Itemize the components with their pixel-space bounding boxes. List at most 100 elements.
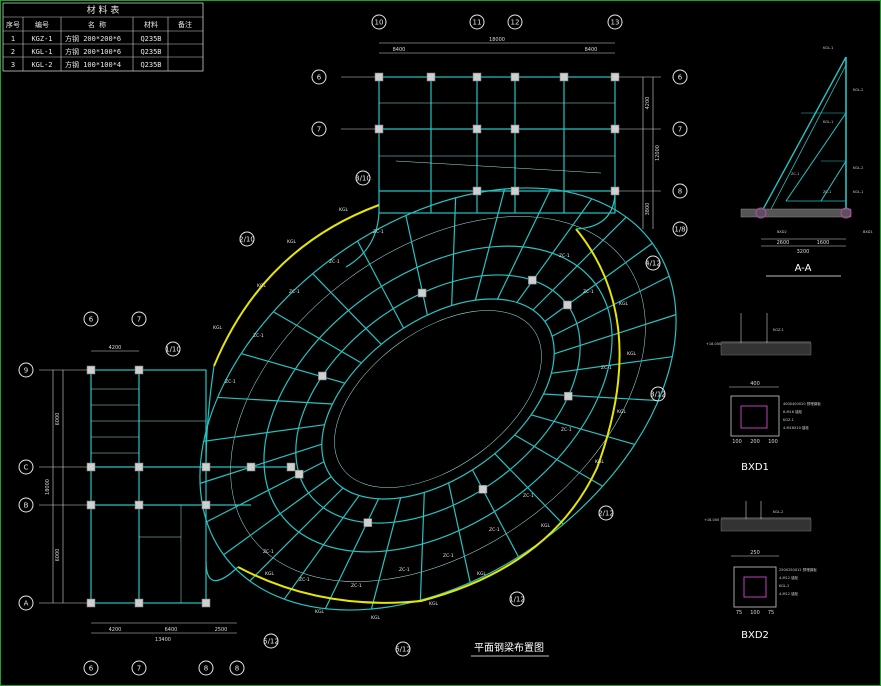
- kgl-beam-label: KGL: [477, 571, 486, 577]
- table-cell-0-3: Q235B: [140, 35, 161, 43]
- axis-radial-4-label: 3/12: [650, 391, 666, 399]
- zc-beam-label: ZC-1: [523, 493, 534, 499]
- radial-rib: [419, 492, 425, 601]
- kgl-beam-label: KGL: [287, 239, 296, 245]
- table-cell-1-0: 2: [11, 48, 15, 56]
- axis-top-right-3-label: 1/8: [674, 226, 685, 234]
- axis-top-right-2-circle: [672, 183, 688, 199]
- axis-top-right-1-circle: [672, 121, 688, 137]
- axis-bottom-0-label: 6: [89, 665, 94, 673]
- radial-rib: [530, 414, 635, 446]
- kgl-beam-label: KGL: [315, 609, 324, 615]
- axis-radial-4-circle: [650, 386, 666, 402]
- column-marker: [134, 365, 144, 375]
- axis-radial-7-circle: [395, 641, 411, 657]
- axis-bottom-1-label: 7: [137, 665, 141, 673]
- table-header-2: 名 称: [88, 20, 106, 29]
- kgl-beam-label: KGL: [429, 601, 438, 607]
- radial-rib: [494, 453, 564, 525]
- radial-rib: [249, 487, 344, 582]
- dim-top-2: 18000: [489, 37, 505, 43]
- section-label-2: KGL-2: [853, 88, 863, 92]
- axis-radial-8-label: 5/12: [263, 638, 279, 646]
- kgl-beam-label: KGL: [213, 325, 222, 331]
- dim-left-1: 6000: [55, 413, 61, 426]
- radial-rib: [474, 188, 506, 301]
- axis-top-2-label: 12: [511, 19, 520, 27]
- bxd1-detail: +18.000 KGZ-1 400X400X20 预埋钢板 6-M16 锚栓 K…: [706, 313, 821, 473]
- bxd2-dim-3: 100: [750, 610, 760, 616]
- bxd1-note-3: KGZ-1: [783, 418, 794, 422]
- axis-radial-7-label: 6/12: [395, 646, 411, 654]
- radial-rib: [551, 275, 670, 337]
- axis-radial-2-label: 1/10: [165, 346, 181, 354]
- axis-top-right-0-label: 6: [678, 74, 683, 82]
- zc-beam-label: ZC-1: [373, 229, 384, 235]
- table-cell-2-0: 3: [11, 61, 15, 69]
- section-label-1: KGL-1: [823, 46, 833, 50]
- dim-right-2: 12000: [655, 145, 661, 161]
- axis-top-1-circle: [469, 14, 485, 30]
- axis-radial-0-circle: [355, 170, 371, 186]
- kgl-beam-label: KGL: [541, 523, 550, 529]
- axis-left-top-1-label: 7: [137, 316, 141, 324]
- column-marker: [510, 186, 520, 196]
- plan-title: 平面钢梁布置图: [474, 641, 544, 654]
- kgl-beam-label: KGL: [339, 207, 348, 213]
- axis-left-2-label: B: [24, 502, 29, 510]
- dim-top-3: 8400: [585, 47, 598, 53]
- bxd2-detail: +18.000 KGL-2 250X250X12 预埋钢板 4-M12 锚栓 K…: [704, 501, 817, 641]
- axis-top-left-1-label: 7: [317, 126, 321, 134]
- lower-left-grid: [90, 369, 291, 604]
- column-marker: [472, 124, 482, 134]
- axis-left-1-circle: [18, 459, 34, 475]
- column-marker: [201, 500, 211, 510]
- radial-rib: [516, 198, 593, 303]
- table-cell-2-1: KGL-2: [31, 61, 52, 69]
- axis-top-1-label: 11: [473, 19, 482, 27]
- radial-rib: [554, 314, 677, 355]
- bxd1-note-1: 400X400X20 预埋钢板: [783, 401, 821, 406]
- axis-top-0-label: 10: [375, 19, 384, 27]
- axis-radial-1-label: 2/10: [239, 236, 255, 244]
- glass-edge-upper-left: [213, 204, 380, 367]
- axis-bottom-2-circle: [198, 660, 214, 676]
- column-marker: [417, 288, 427, 298]
- bxd2-dim-2: 75: [736, 610, 742, 616]
- axis-top-left-0-circle: [311, 69, 327, 85]
- kgl-beam-label: KGL: [627, 351, 636, 357]
- section-dim-1: 2600: [777, 240, 790, 246]
- dim-left-2: 18000: [45, 479, 51, 495]
- zc-beam-label: ZC-1: [559, 253, 570, 259]
- table-cell-0-0: 1: [11, 35, 15, 43]
- zc-beam-label: ZC-1: [253, 333, 264, 339]
- axis-top-left-0-label: 6: [317, 74, 322, 82]
- radial-rib: [471, 469, 520, 558]
- column-marker: [510, 72, 520, 82]
- zc-beam-label: ZC-1: [561, 427, 572, 433]
- section-label-4: KGL-2: [853, 166, 863, 170]
- axis-left-0-label: 9: [24, 367, 28, 375]
- table-cell-1-2: 方钢 200*100*6: [65, 47, 121, 56]
- zc-beam-label: ZC-1: [299, 577, 310, 583]
- column-marker: [134, 598, 144, 608]
- column-marker: [426, 72, 436, 82]
- section-label-6: ZC-1: [791, 172, 799, 176]
- radial-rib: [543, 393, 659, 402]
- dim-right-3: 3800: [645, 203, 651, 216]
- column-marker: [559, 72, 569, 82]
- zc-beam-label: ZC-1: [329, 259, 340, 265]
- table-cell-2-2: 方钢 100*100*4: [65, 60, 121, 69]
- radial-rib: [206, 461, 325, 523]
- bxd1-dim-3: 200: [750, 439, 760, 445]
- section-a-a: 2600 1600 3200 KGL-1 KGL-2 KGL-1 KGL-2 K…: [740, 46, 873, 277]
- zc-beam-label: ZC-1: [443, 553, 454, 559]
- radial-rib: [241, 352, 346, 384]
- table-header-3: 材料: [144, 20, 158, 29]
- axis-left-2-circle: [18, 497, 34, 513]
- radial-rib: [514, 434, 603, 487]
- zc-beam-label: ZC-1: [289, 289, 300, 295]
- radial-rib: [370, 497, 402, 610]
- axis-radial-6-circle: [509, 591, 525, 607]
